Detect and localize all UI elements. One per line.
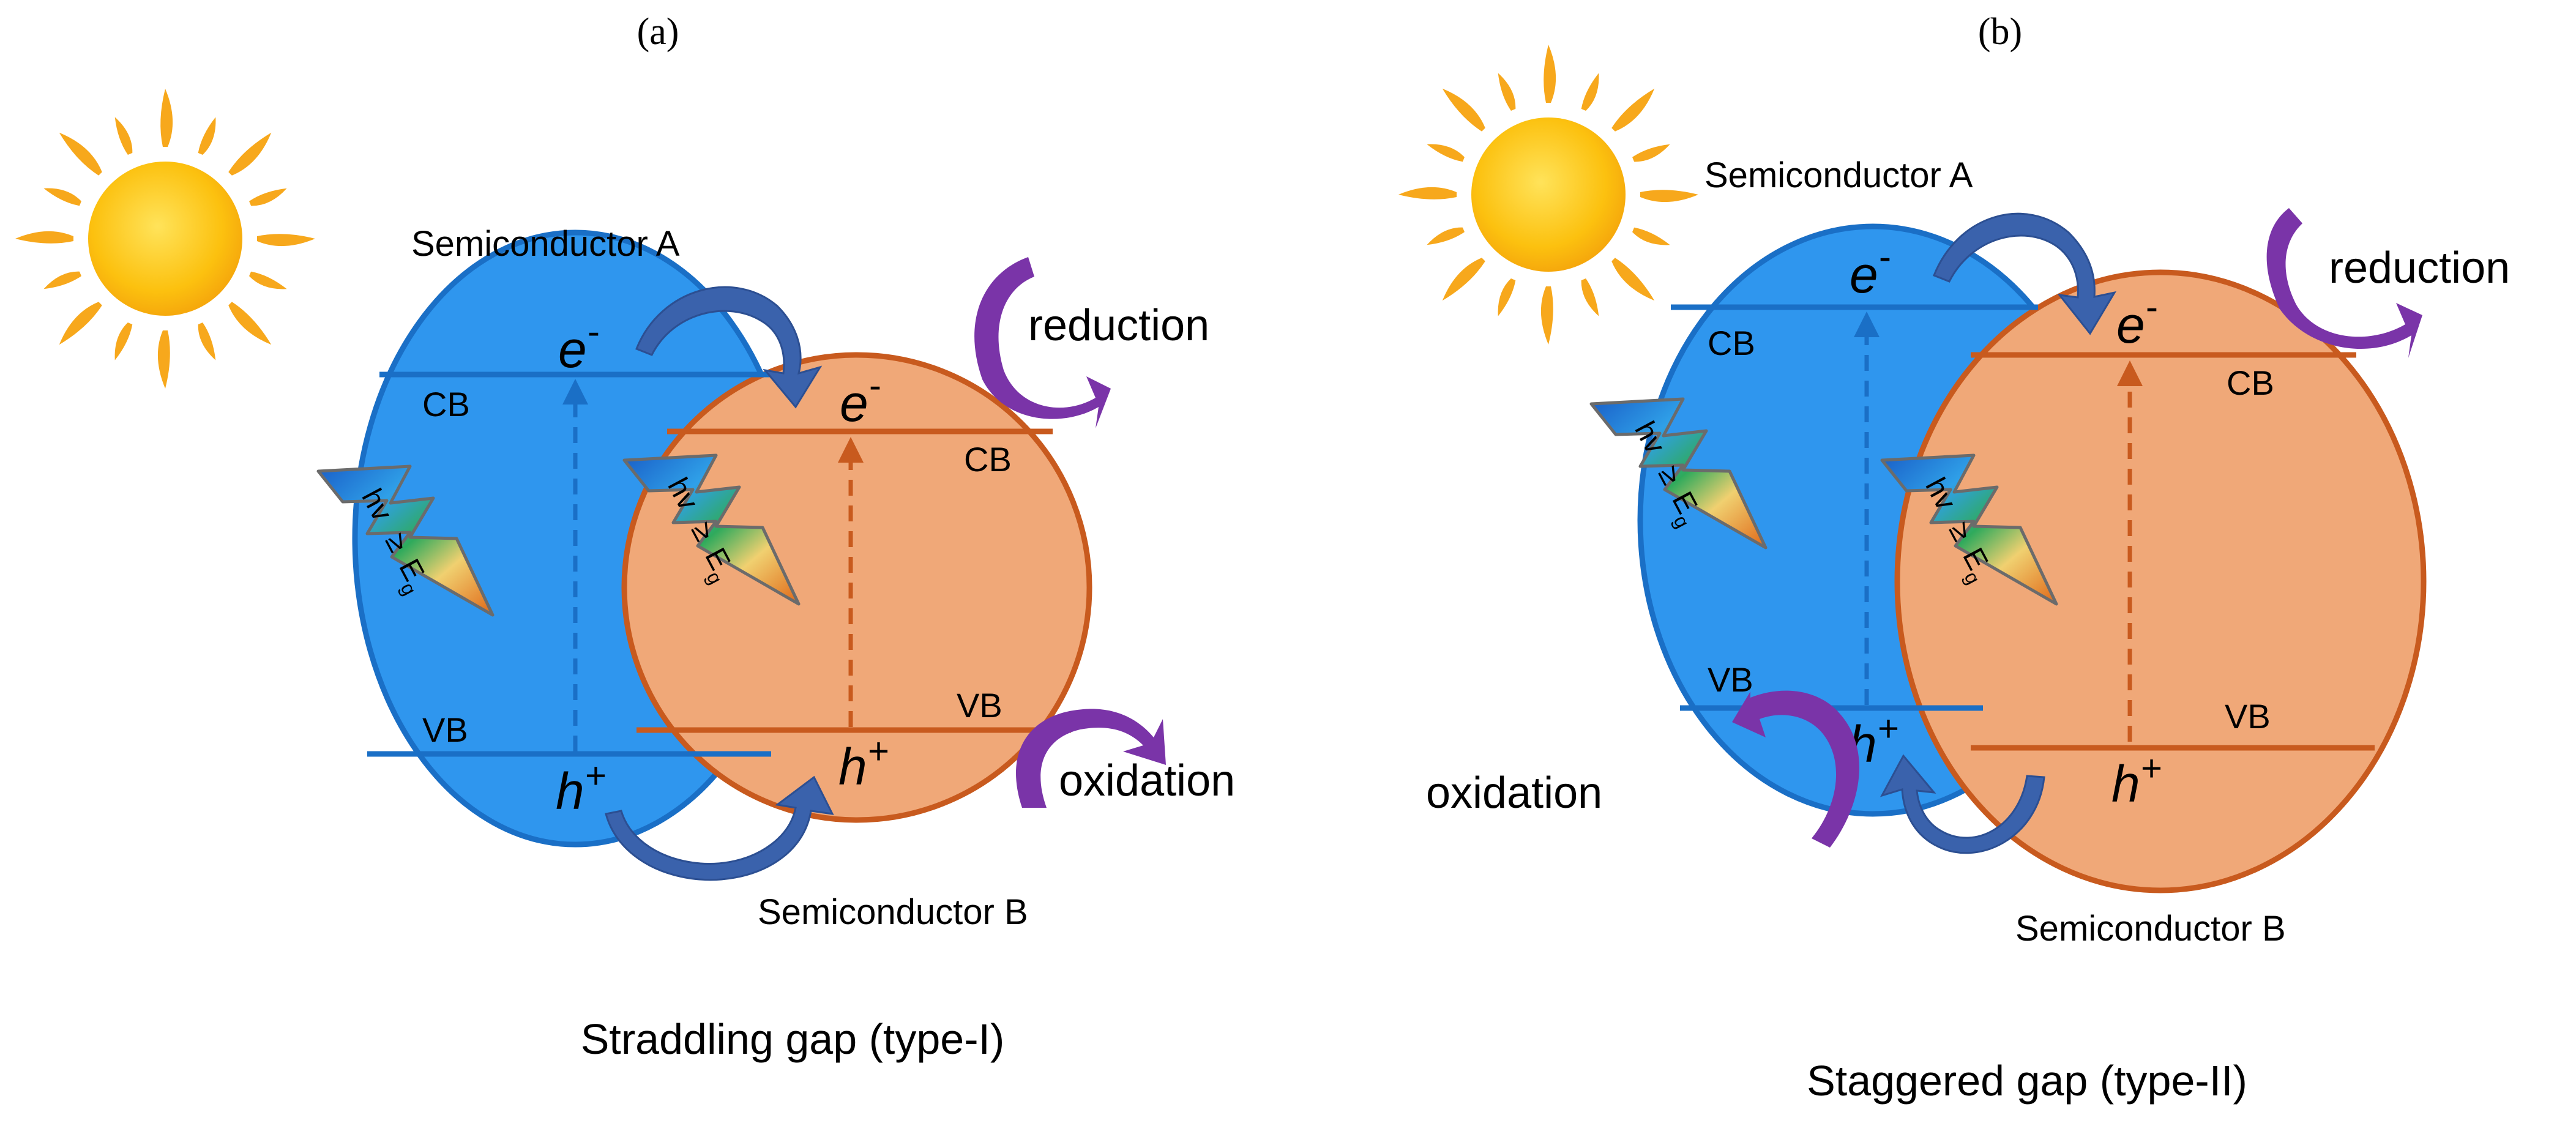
sun-ray: [1442, 258, 1485, 301]
sun-ray: [157, 330, 170, 389]
sun-icon: [1398, 45, 1698, 345]
semiconductor-b-body: [1894, 269, 2427, 893]
svg-text:h: h: [2111, 755, 2140, 813]
sun-ray: [1544, 45, 1556, 103]
semiconductor-b-body: [621, 352, 1092, 823]
sun-ray: [1632, 144, 1670, 162]
oxidation-label: oxidation: [1426, 769, 1602, 818]
svg-text:+: +: [868, 731, 889, 772]
sun-ray: [1427, 144, 1465, 162]
band-b-vb-label: VB: [957, 686, 1002, 725]
svg-text:h: h: [556, 762, 584, 820]
sun-ray: [1640, 190, 1698, 203]
oxidation-label: oxidation: [1059, 756, 1235, 805]
sun-ray: [198, 323, 216, 360]
oxidation-arrow-icon: [1732, 690, 1859, 848]
band-b-cb-label: CB: [964, 440, 1012, 479]
svg-text:+: +: [1878, 708, 1899, 749]
sun-ray: [257, 234, 315, 247]
sun-ray: [43, 271, 81, 289]
svg-text:-: -: [588, 311, 600, 352]
panel-a: (a) hv ≥ E g: [15, 11, 1235, 1063]
sun-ray: [198, 117, 216, 155]
sun-ray: [1398, 187, 1457, 199]
sun-ray: [1540, 286, 1553, 345]
electron-a-label: e -: [1850, 236, 1891, 304]
sun-ray: [1611, 88, 1655, 132]
sun-ray: [1498, 278, 1516, 316]
band-a-vb-label: VB: [1708, 660, 1753, 699]
band-a-cb-label: CB: [422, 385, 470, 423]
svg-text:+: +: [585, 755, 607, 796]
sun-ray: [114, 117, 133, 155]
sun-ray: [1581, 278, 1599, 316]
reduction-arrow-icon: [2266, 208, 2422, 358]
curved-arrow-icon: [635, 286, 823, 409]
sun-ray: [1611, 258, 1655, 301]
semiconductor-a-label: Semiconductor A: [411, 224, 680, 264]
sun-ray: [160, 89, 173, 147]
reduction-label: reduction: [1028, 301, 1209, 350]
svg-text:e: e: [558, 321, 587, 378]
reduction-arrow-icon: [974, 257, 1111, 428]
curved-arrow-icon: [1880, 754, 2045, 854]
curved-arrow-icon: [605, 775, 834, 881]
semiconductor-b-label: Semiconductor B: [758, 892, 1028, 932]
sun-ray: [1427, 227, 1465, 245]
sun-ray: [59, 302, 102, 345]
svg-text:+: +: [2141, 748, 2162, 789]
sun-ray: [1632, 227, 1670, 245]
panel-a-tag: (a): [637, 11, 679, 53]
photon-b-icon: hv ≥ E g: [624, 455, 799, 604]
band-b-cb-label: CB: [2227, 364, 2274, 402]
band-b-vb-label: VB: [2225, 697, 2271, 736]
svg-text:-: -: [869, 365, 881, 406]
sun-ray: [1498, 73, 1516, 111]
reduction-label: reduction: [2329, 244, 2510, 293]
sun-ray: [228, 132, 272, 176]
band-a-vb-label: VB: [422, 710, 468, 749]
semiconductor-a-label: Semiconductor A: [1704, 155, 1973, 195]
svg-text:e: e: [1850, 246, 1878, 304]
sun-ray: [1442, 88, 1485, 132]
sun-ray: [43, 188, 81, 206]
electron-b-label: e -: [840, 365, 881, 432]
panel-b-caption: Staggered gap (type-II): [1807, 1057, 2247, 1105]
svg-text:-: -: [2146, 286, 2158, 327]
sun-ray: [15, 231, 73, 244]
panel-a-caption: Straddling gap (type-I): [581, 1015, 1005, 1063]
curved-arrow-icon: [1933, 212, 2117, 335]
sun-ray: [114, 323, 133, 360]
svg-text:h: h: [838, 738, 867, 796]
svg-text:e: e: [840, 375, 868, 432]
hole-a-label: h +: [556, 755, 607, 820]
sun-ray: [228, 302, 272, 345]
panel-b: (b) hv ≥ E g: [1398, 11, 2510, 1105]
electron-a-label: e -: [558, 311, 600, 378]
svg-text:-: -: [1879, 236, 1891, 277]
hole-b-label: h +: [838, 731, 889, 796]
electron-b-label: e -: [2116, 286, 2158, 354]
hole-b-label: h +: [2111, 748, 2162, 813]
sun-ray: [59, 132, 102, 176]
svg-text:e: e: [2116, 296, 2145, 354]
sun-icon: [15, 89, 315, 389]
sun-ray: [249, 271, 287, 289]
sun-ray: [1581, 73, 1599, 111]
semiconductor-b-label: Semiconductor B: [2015, 909, 2286, 949]
panel-b-tag: (b): [1978, 11, 2022, 53]
sun-ray: [249, 188, 287, 206]
oxidation-arrow-icon: [1016, 709, 1166, 808]
band-a-cb-label: CB: [1708, 324, 1755, 362]
